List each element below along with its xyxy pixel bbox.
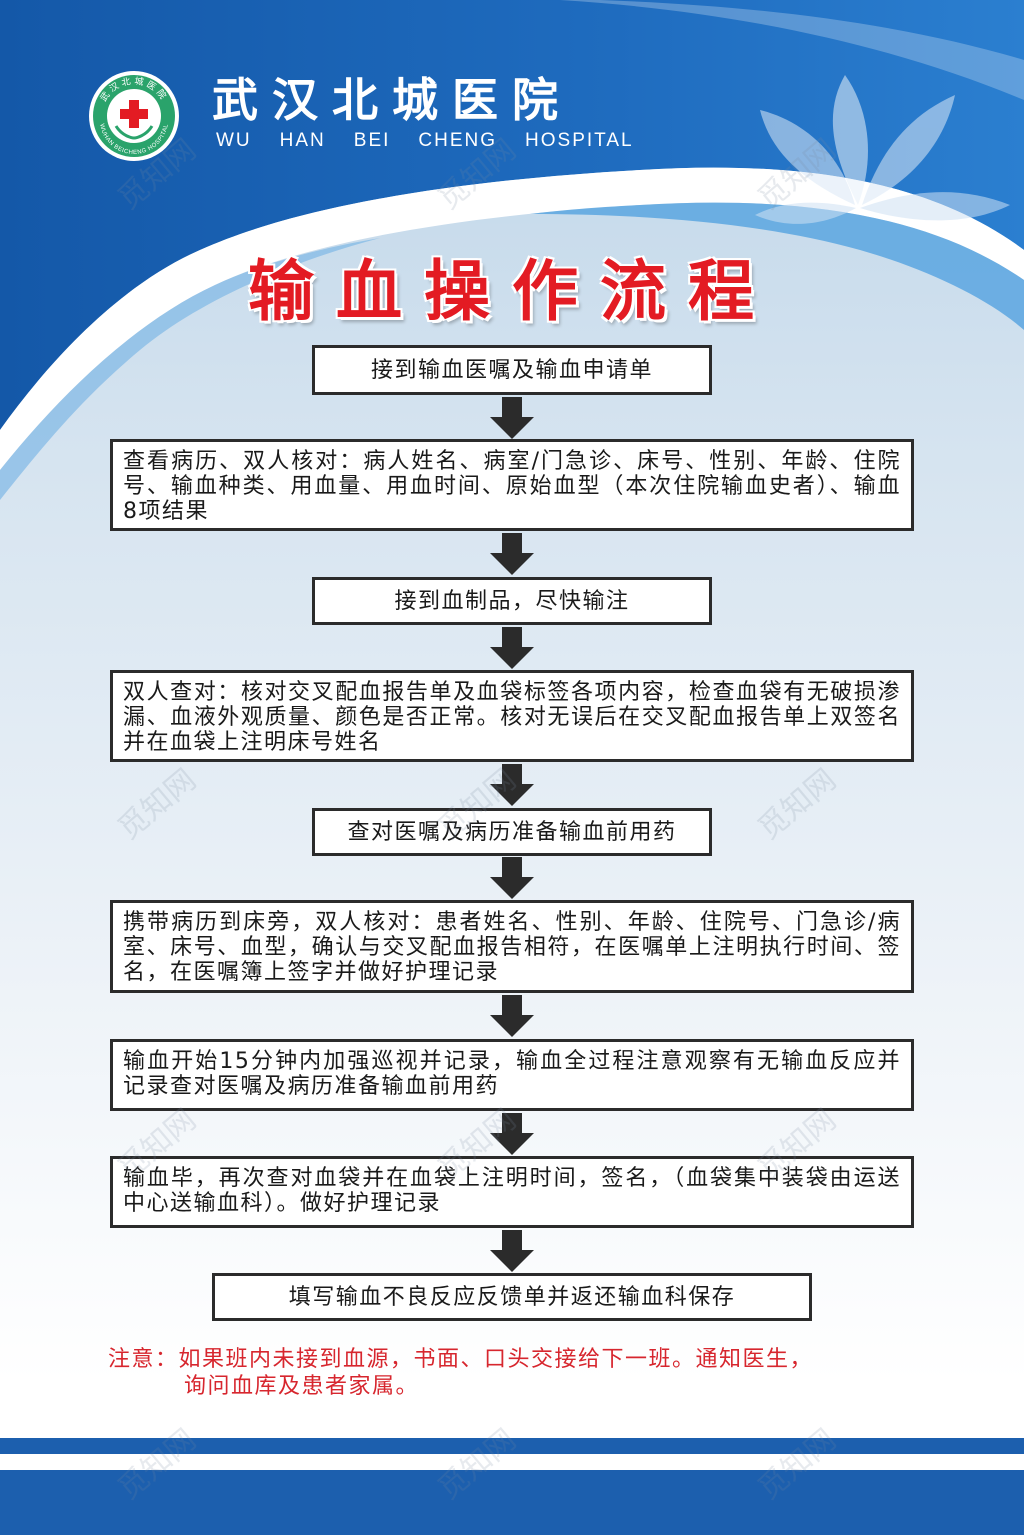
flow-step-8: 输血毕，再次查对血袋并在血袋上注明时间，签名，（血袋集中装袋由运送中心送输血科）… (110, 1156, 914, 1228)
down-arrow-icon (490, 1230, 534, 1272)
flow-step-9: 填写输血不良反应反馈单并返还输血科保存 (212, 1273, 812, 1321)
hospital-logo: 武汉北城医院 WUHAN BEICHENG HOSPITAL (89, 71, 179, 161)
flow-step-2: 查看病历、双人核对：病人姓名、病室/门急诊、床号、性别、年龄、住院号、输血种类、… (110, 439, 914, 531)
page-title: 输血操作流程 (248, 253, 776, 330)
hospital-name-cn: 武汉北城医院 (212, 73, 572, 127)
flow-step-4: 双人查对：核对交叉配血报告单及血袋标签各项内容，检查血袋有无破损渗漏、血液外观质… (110, 670, 914, 762)
hospital-name-en-word: BEI (353, 130, 391, 151)
down-arrow-icon (490, 995, 534, 1037)
down-arrow-icon (490, 627, 534, 669)
flow-step-7: 输血开始15分钟内加强巡视并记录，输血全过程注意观察有无输血反应并记录查对医嘱及… (110, 1039, 914, 1111)
down-arrow-icon (490, 857, 534, 899)
down-arrow-icon (490, 764, 534, 806)
attention-note: 注意：如果班内未接到血源，书面、口头交接给下一班。通知医生， 询问血库及患者家属… (108, 1346, 938, 1400)
attention-note-line1: 注意：如果班内未接到血源，书面、口头交接给下一班。通知医生， (108, 1347, 814, 1372)
flow-step-3: 接到血制品，尽快输注 (312, 577, 712, 625)
hospital-name-en-word: CHENG (418, 130, 498, 151)
down-arrow-icon (490, 397, 534, 439)
down-arrow-icon (490, 1113, 534, 1155)
flow-step-5: 查对医嘱及病历准备输血前用药 (312, 808, 712, 856)
hospital-name-en-word: WU (216, 130, 252, 151)
hospital-name-en-word: HOSPITAL (525, 130, 634, 151)
attention-note-line2: 询问血库及患者家属。 (184, 1374, 420, 1399)
hospital-name-en-word: HAN (279, 130, 326, 151)
flower-decoration (755, 75, 1010, 224)
flow-step-1: 接到输血医嘱及输血申请单 (312, 345, 712, 395)
hospital-name-en: WU HAN BEI CHENG HOSPITAL (216, 130, 662, 152)
flow-step-6: 携带病历到床旁，双人核对：患者姓名、性别、年龄、住院号、门急诊/病室、床号、血型… (110, 900, 914, 993)
down-arrow-icon (490, 533, 534, 575)
